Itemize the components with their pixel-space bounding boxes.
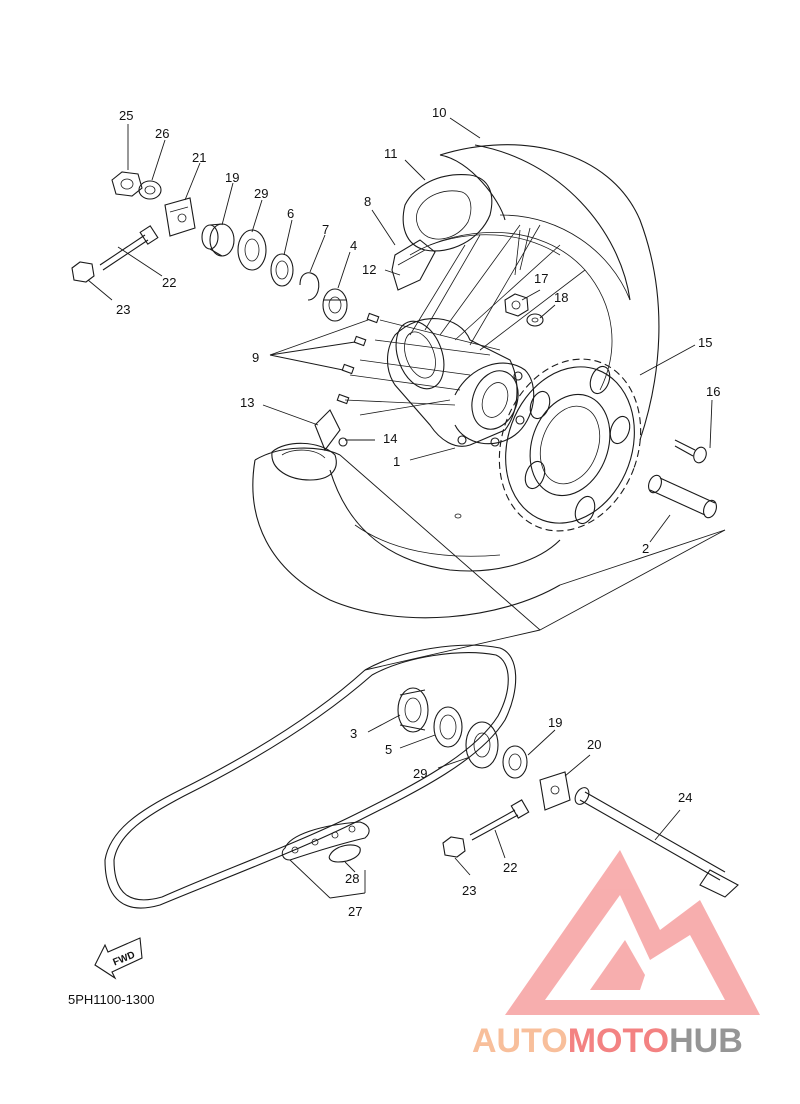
rear-sprocket [498, 358, 642, 532]
adjust-bolt-22-top [99, 225, 159, 271]
label-part-13: 13 [240, 395, 254, 410]
circlip-7 [299, 272, 320, 301]
label-part-29-top: 29 [254, 186, 268, 201]
label-part-15: 15 [698, 335, 712, 350]
bearing-4 [322, 288, 348, 322]
fwd-label: FWD [111, 950, 136, 969]
watermark-logo [505, 850, 760, 1015]
label-part-25: 25 [119, 108, 133, 123]
tire [252, 144, 660, 619]
sprocket-bolt [674, 439, 707, 464]
axle-nut-25 [111, 171, 143, 197]
nut-23-bottom [442, 836, 466, 858]
axle-24 [574, 787, 739, 898]
label-part-19-bottom: 19 [548, 715, 562, 730]
label-part-24: 24 [678, 790, 692, 805]
label-part-19-top: 19 [225, 170, 239, 185]
leader-lines [87, 117, 726, 899]
chain-puller-21 [164, 197, 196, 237]
oil-seal-29-top [237, 229, 267, 271]
chain-joint-27 [281, 821, 370, 861]
tire-tube-valve [271, 409, 348, 481]
label-part-8: 8 [364, 194, 371, 209]
label-part-5: 5 [385, 742, 392, 757]
lock-washer [526, 313, 544, 327]
bearing-6 [270, 253, 294, 287]
label-part-27: 27 [348, 904, 362, 919]
label-part-9: 9 [252, 350, 259, 365]
watermark-text: AUTOMOTOHUB [472, 1022, 743, 1060]
label-part-6: 6 [287, 206, 294, 221]
rim-lock [391, 239, 436, 291]
collar-19-bottom [502, 745, 528, 779]
label-part-16: 16 [706, 384, 720, 399]
label-part-12: 12 [362, 262, 376, 277]
watermark-moto: MOTO [568, 1022, 669, 1060]
label-part-22-top: 22 [162, 275, 176, 290]
sprocket-nut [504, 293, 529, 317]
wheel-hub [386, 318, 535, 447]
label-part-14: 14 [383, 431, 397, 446]
label-part-11: 11 [384, 146, 398, 161]
label-part-21: 21 [192, 150, 206, 165]
spacer-5 [433, 706, 463, 748]
watermark-auto: AUTO [472, 1022, 568, 1060]
master-link-clip-28 [328, 844, 361, 863]
label-part-10: 10 [432, 105, 446, 120]
label-part-23-top: 23 [116, 302, 130, 317]
label-part-20: 20 [587, 737, 601, 752]
collar-19-top [201, 223, 235, 257]
fwd-arrow: FWD [94, 937, 143, 980]
oil-seal-29-bottom [465, 721, 499, 769]
spokes [344, 224, 586, 416]
nut-23-top [71, 261, 95, 283]
svg-text:AUTOMOTOHUB: AUTOMOTOHUB [472, 1022, 743, 1060]
watermark-hub: HUB [669, 1022, 743, 1060]
bearing-3 [397, 687, 429, 733]
washer-26 [138, 180, 162, 200]
collar-2 [648, 474, 717, 519]
chain-puller-20 [539, 771, 571, 811]
label-part-17: 17 [534, 271, 548, 286]
drive-chain [104, 644, 517, 909]
label-part-3: 3 [350, 726, 357, 741]
label-part-7: 7 [322, 222, 329, 237]
label-part-4: 4 [350, 238, 357, 253]
part-number-labels: 1 2 3 4 5 6 7 8 9 10 11 12 13 14 15 16 1… [116, 105, 720, 919]
label-part-23-bottom: 23 [462, 883, 476, 898]
adjust-bolt-22-bottom [469, 799, 530, 841]
label-part-18: 18 [554, 290, 568, 305]
diagram-code: 5PH1100-1300 [68, 992, 155, 1007]
label-part-2: 2 [642, 541, 649, 556]
label-part-22-bottom: 22 [503, 860, 517, 875]
label-part-1: 1 [393, 454, 400, 469]
label-part-28: 28 [345, 871, 359, 886]
spoke-nipples [336, 312, 380, 405]
label-part-29-bottom: 29 [413, 766, 427, 781]
label-part-26: 26 [155, 126, 169, 141]
